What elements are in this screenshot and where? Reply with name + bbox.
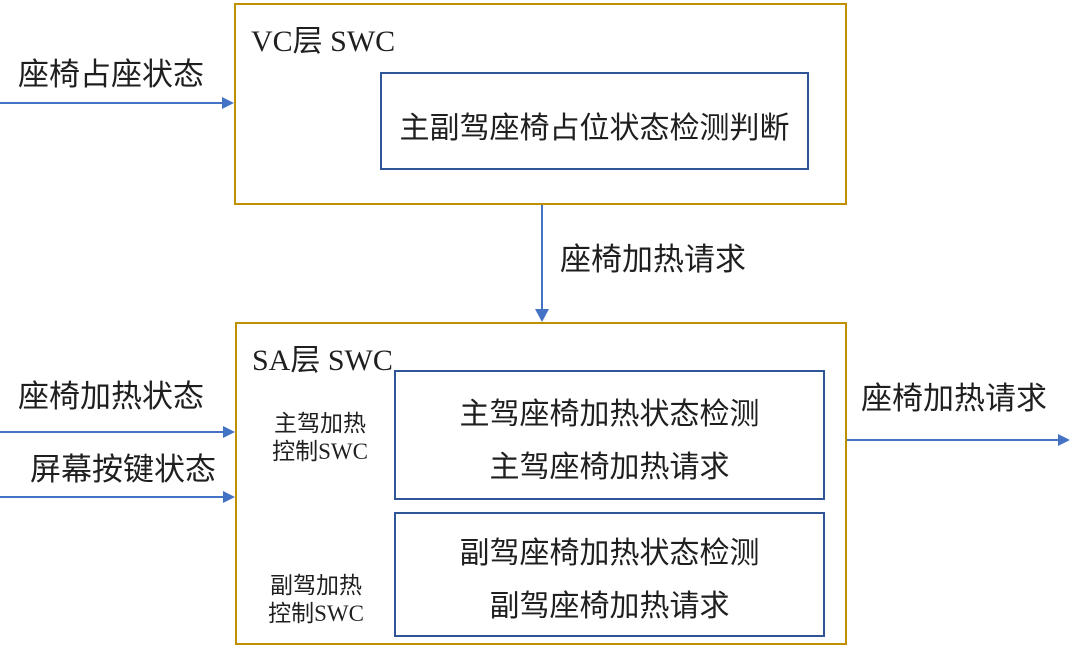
sa-layer-box: SA层 SWC 主驾加热 控制SWC 主驾座椅加热状态检测 主驾座椅加热请求 副… [235,322,847,645]
passenger-heat-request-label: 副驾座椅加热请求 [489,589,730,623]
driver-heating-control-swc-label-line1: 主驾加热 [274,411,366,436]
vc-inner-detection-box: 主副驾座椅占位状态检测判断 [380,72,809,170]
driver-heating-control-swc-label: 主驾加热 控制SWC [264,410,376,466]
vc-layer-box: VC层 SWC 主副驾座椅占位状态检测判断 [234,3,847,205]
arrow-right-icon [223,426,235,438]
passenger-heating-inner-box: 副驾座椅加热状态检测 副驾座椅加热请求 [394,512,825,637]
passenger-heating-control-swc-label-line1: 副驾加热 [270,573,362,598]
label-heat-request-mid: 座椅加热请求 [560,242,746,277]
driver-heat-request-label: 主驾座椅加热请求 [489,451,730,484]
vc-box-title: VC层 SWC [251,25,396,58]
passenger-heat-status-detect-label: 副驾座椅加热状态检测 [459,536,760,570]
sa-box-title: SA层 SWC [252,344,393,377]
driver-heating-inner-box: 主驾座椅加热状态检测 主驾座椅加热请求 [394,370,825,500]
driver-heating-control-swc-label-line2: 控制SWC [272,439,368,464]
label-seat-occupancy-status: 座椅占座状态 [18,57,204,92]
passenger-heating-control-swc-label: 副驾加热 控制SWC [260,572,372,628]
driver-heat-status-detect-label: 主驾座椅加热状态检测 [459,398,760,431]
arrow-seat-occupancy-line [0,102,222,104]
arrow-right-icon [1058,434,1070,446]
label-seat-heat-status: 座椅加热状态 [18,379,204,414]
arrow-seat-heat-status-line [0,431,223,433]
vc-inner-detection-label: 主副驾座椅占位状态检测判断 [399,111,790,145]
arrow-right-icon [223,491,235,503]
arrow-heat-request-out-line [847,439,1058,441]
arrow-screen-button-line [0,496,223,498]
label-heat-request-out: 座椅加热请求 [861,381,1047,416]
arrow-right-icon [222,97,234,109]
label-screen-button-status: 屏幕按键状态 [30,452,216,487]
passenger-heating-control-swc-label-line2: 控制SWC [268,601,364,626]
arrow-heat-request-mid-line [541,205,543,310]
arrow-down-icon [535,309,549,322]
